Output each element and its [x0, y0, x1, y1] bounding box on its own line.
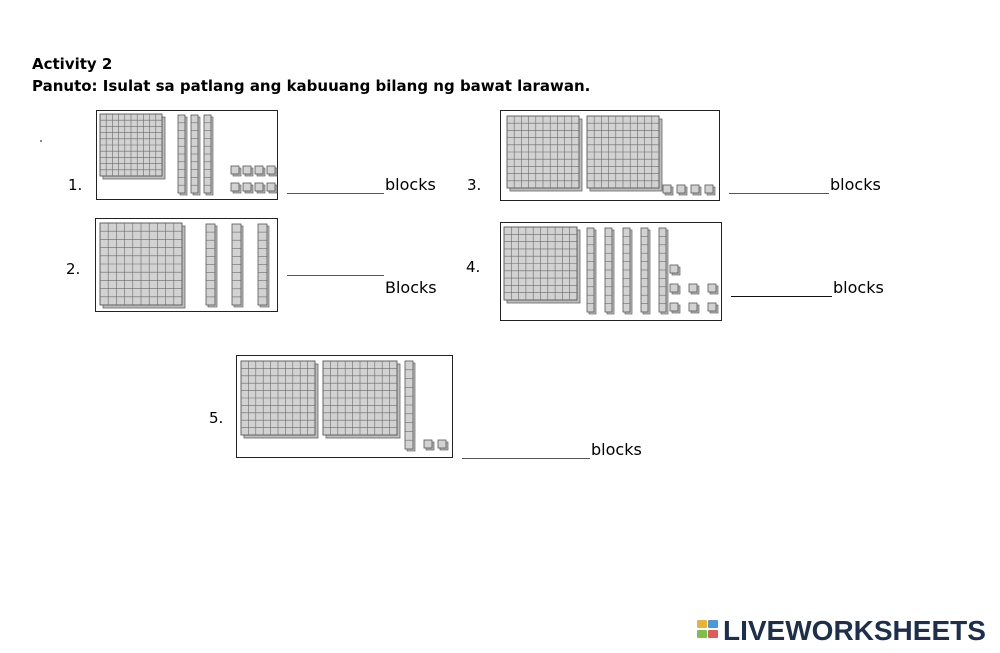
logo-mark-icon [697, 618, 719, 644]
hundred-flat [506, 115, 583, 192]
one-cube [707, 302, 719, 314]
one-cube [707, 283, 719, 295]
item-4-number: 4. [466, 258, 481, 276]
one-cube [688, 302, 700, 314]
logo-text: LIVEWORKSHEETS [723, 615, 986, 646]
ten-rod [177, 114, 188, 196]
ten-rod [257, 223, 270, 308]
item-3-number: 3. [467, 176, 482, 194]
item-3-blocks-picture [500, 110, 720, 201]
ten-rod [640, 227, 651, 315]
one-cube [266, 165, 278, 177]
one-cube [254, 182, 266, 194]
hundred-flat [240, 360, 319, 439]
item-4-blocks-picture [500, 222, 722, 321]
one-cube [690, 184, 702, 196]
one-cube [230, 165, 242, 177]
one-cube [688, 283, 700, 295]
one-cube [669, 302, 681, 314]
stray-dot [40, 140, 42, 142]
one-cube [242, 182, 254, 194]
ten-rod [404, 360, 416, 452]
item-4-answer-blank[interactable] [731, 296, 832, 297]
one-cube [242, 165, 254, 177]
base-ten-blocks-drawing [240, 360, 449, 452]
ten-rod [604, 227, 615, 315]
one-cube [230, 182, 242, 194]
hundred-flat [503, 226, 581, 304]
item-2-blocks-picture [95, 218, 278, 312]
item-5-answer-blank[interactable] [462, 458, 590, 459]
one-cube [704, 184, 716, 196]
one-cube [423, 439, 435, 451]
hundred-flat [99, 113, 166, 180]
item-5-blocks-picture [236, 355, 453, 458]
hundred-flat [322, 360, 401, 439]
ten-rod [622, 227, 633, 315]
item-2-label: Blocks [385, 278, 437, 297]
one-cube [266, 182, 278, 194]
item-3-answer-blank[interactable] [729, 193, 829, 194]
ten-rod [205, 223, 218, 308]
one-cube [676, 184, 688, 196]
base-ten-blocks-drawing [99, 222, 270, 309]
activity-title: Activity 2 [32, 55, 113, 73]
ten-rod [203, 114, 214, 196]
item-1-blocks-picture [96, 110, 278, 200]
one-cube [254, 165, 266, 177]
base-ten-blocks-drawing [503, 226, 719, 315]
one-cube [662, 184, 674, 196]
base-ten-blocks-drawing [506, 115, 716, 196]
hundred-flat [99, 222, 186, 309]
ten-rod [658, 227, 669, 315]
ten-rod [231, 223, 244, 308]
ten-rod [586, 227, 597, 315]
one-cube [669, 283, 681, 295]
item-2-answer-blank[interactable] [287, 275, 384, 276]
hundred-flat [586, 115, 663, 192]
item-4-label: blocks [833, 278, 884, 297]
item-1-number: 1. [68, 176, 83, 194]
one-cube [437, 439, 449, 451]
item-1-label: blocks [385, 175, 436, 194]
ten-rod [190, 114, 201, 196]
item-3-label: blocks [830, 175, 881, 194]
liveworksheets-logo: LIVEWORKSHEETS [697, 616, 986, 646]
base-ten-blocks-drawing [99, 113, 278, 196]
item-5-label: blocks [591, 440, 642, 459]
instructions: Panuto: Isulat sa patlang ang kabuuang b… [32, 77, 591, 95]
item-5-number: 5. [209, 409, 224, 427]
item-1-answer-blank[interactable] [287, 193, 384, 194]
item-2-number: 2. [66, 260, 81, 278]
one-cube [669, 264, 681, 276]
